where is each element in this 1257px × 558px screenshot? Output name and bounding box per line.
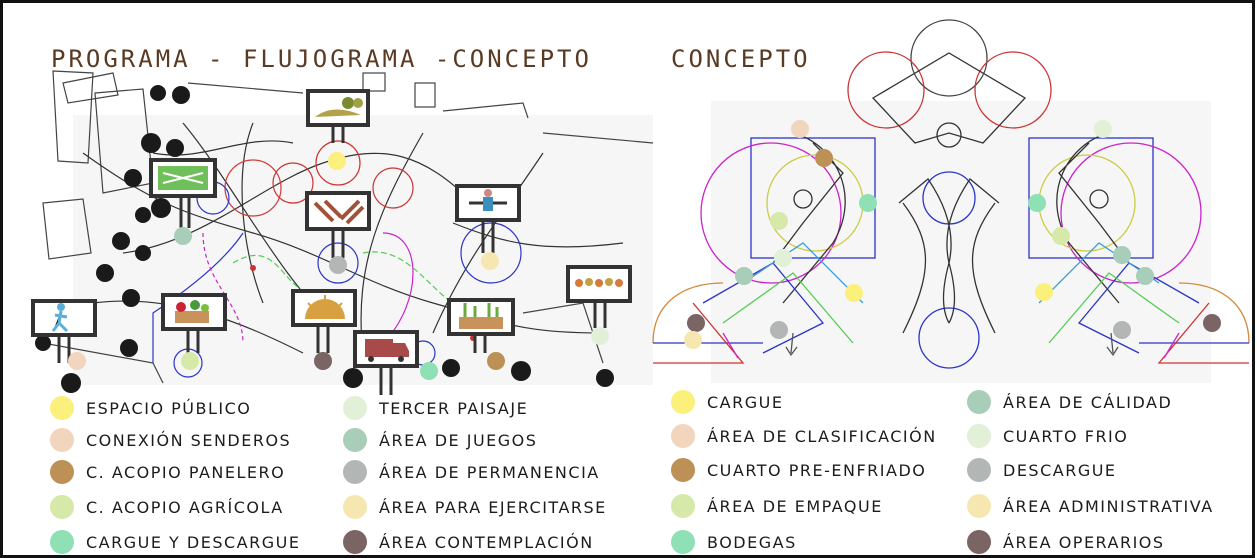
legend-item: CARGUE Y DESCARGUE bbox=[50, 527, 301, 555]
legend-swatch bbox=[343, 460, 367, 484]
legend-label: CONEXIÓN SENDEROS bbox=[86, 430, 292, 450]
legend-item: ÁREA CONTEMPLACIÓN bbox=[343, 527, 594, 555]
legend-swatch bbox=[967, 494, 991, 518]
legend-item: ÁREA DE PERMANENCIA bbox=[343, 457, 600, 487]
legend-label: ÁREA DE CÁLIDAD bbox=[1003, 392, 1173, 412]
legend-swatch bbox=[50, 460, 74, 484]
diagram-drawing bbox=[31, 19, 1250, 395]
concept-drawing bbox=[652, 19, 1250, 383]
legend-swatch bbox=[50, 396, 74, 420]
legend-swatch bbox=[50, 530, 74, 554]
legend-item: CUARTO FRIO bbox=[967, 421, 1128, 451]
legend-swatch bbox=[343, 428, 367, 452]
legend-label: DESCARGUE bbox=[1003, 460, 1117, 480]
title-concept: CONCEPTO bbox=[671, 45, 811, 73]
legend-label: C. ACOPIO PANELERO bbox=[86, 462, 286, 482]
tree-markers bbox=[35, 85, 614, 393]
legend-swatch bbox=[967, 458, 991, 482]
legend-swatch bbox=[671, 424, 695, 448]
landscape-icon bbox=[306, 89, 370, 143]
legend-item: DESCARGUE bbox=[967, 455, 1117, 485]
legend-item: ÁREA DE JUEGOS bbox=[343, 425, 537, 455]
legend-label: BODEGAS bbox=[707, 532, 797, 552]
legend-label: ÁREA ADMINISTRATIVA bbox=[1003, 496, 1214, 516]
legend-label: CARGUE Y DESCARGUE bbox=[86, 532, 301, 552]
legend-swatch bbox=[967, 530, 991, 554]
legend-swatch bbox=[671, 530, 695, 554]
legend-label: C. ACOPIO AGRÍCOLA bbox=[86, 497, 284, 517]
legend-item: C. ACOPIO PANELERO bbox=[50, 457, 285, 487]
legend-swatch bbox=[343, 495, 367, 519]
legend-item: BODEGAS bbox=[671, 527, 797, 555]
legend-label: ÁREA PARA EJERCITARSE bbox=[379, 497, 607, 517]
legend-label: TERCER PAISAJE bbox=[379, 398, 529, 418]
legend-item: CUARTO PRE-ENFRIADO bbox=[671, 455, 926, 485]
title-program: PROGRAMA - FLUJOGRAMA -CONCEPTO bbox=[51, 45, 592, 73]
legend-label: ÁREA CONTEMPLACIÓN bbox=[379, 532, 594, 552]
legend-swatch bbox=[343, 396, 367, 420]
walker-icon bbox=[31, 299, 97, 363]
park-bench-icon bbox=[305, 191, 371, 258]
legend-label: ÁREA DE JUEGOS bbox=[379, 430, 538, 450]
legend-swatch bbox=[967, 390, 991, 414]
legend-swatch bbox=[50, 428, 74, 452]
legend-swatch bbox=[343, 530, 367, 554]
cane-icon bbox=[447, 298, 515, 353]
legend-item: C. ACOPIO AGRÍCOLA bbox=[50, 492, 284, 522]
legend-label: CUARTO FRIO bbox=[1003, 426, 1129, 446]
legend-label: CARGUE bbox=[707, 392, 784, 412]
legend-label: CUARTO PRE-ENFRIADO bbox=[707, 460, 927, 480]
legend-swatch bbox=[671, 458, 695, 482]
sunset-icon bbox=[291, 289, 357, 353]
legend-label: ÁREA DE CLASIFICACIÓN bbox=[707, 426, 937, 446]
legend-label: ÁREA DE PERMANENCIA bbox=[379, 462, 600, 482]
legend-swatch bbox=[671, 390, 695, 414]
legend-item: ÁREA OPERARIOS bbox=[967, 527, 1165, 555]
legend-label: ESPACIO PÚBLICO bbox=[86, 398, 252, 418]
legend-item: ÁREA DE CÁLIDAD bbox=[967, 387, 1172, 417]
zone-dots-right bbox=[684, 120, 1221, 349]
playground-icon bbox=[149, 158, 217, 228]
legend-item: CONEXIÓN SENDEROS bbox=[50, 425, 291, 455]
fitness-icon bbox=[455, 184, 521, 253]
legend-item: ÁREA ADMINISTRATIVA bbox=[967, 491, 1214, 521]
trees-icon bbox=[566, 265, 632, 328]
legend-item: ESPACIO PÚBLICO bbox=[50, 393, 251, 423]
legend-item: TERCER PAISAJE bbox=[343, 393, 528, 423]
legend-swatch bbox=[967, 424, 991, 448]
legend-swatch bbox=[671, 494, 695, 518]
zone-dots-left bbox=[68, 152, 609, 380]
legend-label: ÁREA DE EMPAQUE bbox=[707, 496, 883, 516]
pictogram-boards bbox=[31, 89, 632, 395]
legend-item: CARGUE bbox=[671, 387, 783, 417]
legend-swatch bbox=[50, 495, 74, 519]
truck-icon bbox=[353, 330, 419, 395]
legend-item: ÁREA DE EMPAQUE bbox=[671, 491, 883, 521]
legend-item: ÁREA DE CLASIFICACIÓN bbox=[671, 421, 937, 451]
legend-item: ÁREA PARA EJERCITARSE bbox=[343, 492, 607, 522]
legend-label: ÁREA OPERARIOS bbox=[1003, 532, 1165, 552]
vegetables-icon bbox=[161, 293, 227, 353]
